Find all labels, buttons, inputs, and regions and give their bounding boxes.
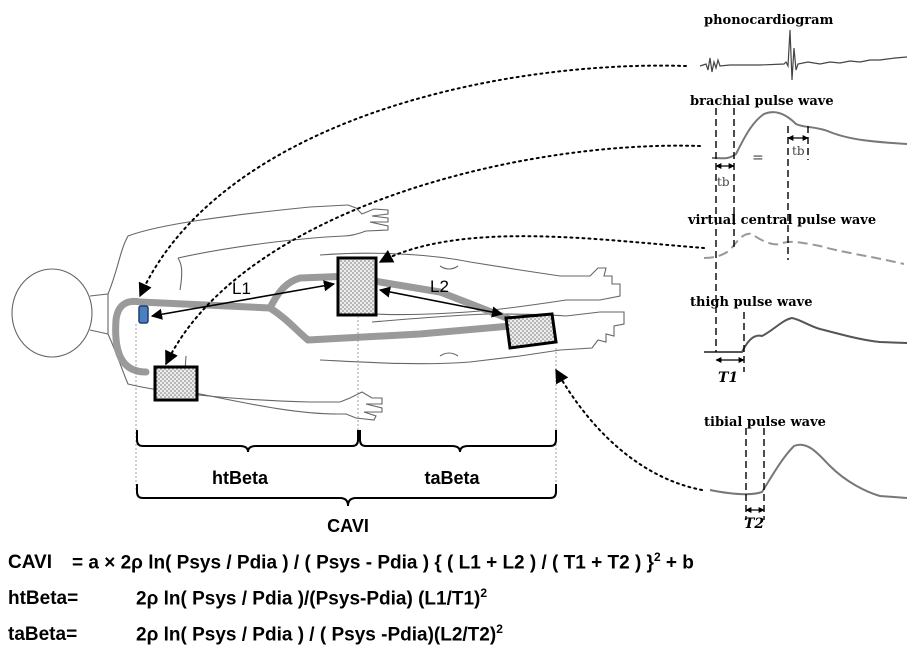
brachial-wave-label: brachial pulse wave	[690, 94, 834, 109]
body-outline	[11, 204, 625, 421]
htBeta-span-label: htBeta	[212, 468, 269, 488]
arterial-tree	[112, 272, 516, 376]
head	[11, 268, 93, 358]
equal-sign: =	[752, 150, 764, 166]
cavi-formula-exponent: 2	[653, 550, 661, 564]
arm-cuff	[153, 365, 199, 402]
connector-arrows	[138, 64, 705, 491]
htBeta-brace	[136, 430, 359, 453]
brachial-pulse-trace	[711, 111, 907, 160]
connector-tibial	[555, 368, 703, 491]
CAVI-span-label: CAVI	[327, 516, 369, 536]
L2-arrow	[378, 286, 504, 318]
htbeta-formula-exponent: 2	[480, 586, 488, 600]
virtual-central-pulse-trace	[703, 232, 905, 265]
htbeta-formula-lhs: htBeta=	[8, 588, 79, 610]
tibial-pulse-trace	[709, 443, 907, 499]
cavi-formula: CAVI = a × 2ρ ln( Psys / Pdia ) / ( Psys …	[8, 550, 694, 574]
ankle-cuff	[504, 312, 558, 350]
thigh-pulse-trace	[704, 316, 907, 353]
brachial-measurement-point	[138, 305, 149, 324]
connector-thigh	[378, 235, 705, 263]
phonocardiogram-trace	[699, 29, 907, 81]
L1-label: L1	[232, 279, 251, 298]
htbeta-formula-rhs: 2ρ ln( Psys / Pdia )/(Psys-Pdia) (L1/T1)	[136, 588, 481, 610]
taBeta-span-label: taBeta	[424, 468, 480, 488]
connector-brachial	[138, 64, 687, 298]
tabeta-formula-lhs: taBeta=	[8, 624, 78, 646]
tb-label-left: tb	[717, 175, 730, 189]
thigh-wave-label: thigh pulse wave	[690, 295, 813, 310]
connector-arm-cuff	[165, 144, 701, 366]
CAVI-brace	[136, 484, 557, 507]
guide-lines	[135, 316, 557, 492]
cavi-formula-lhs: CAVI	[8, 552, 52, 574]
cavi-formula-tail: + b	[660, 552, 694, 574]
thigh-cuff	[336, 256, 378, 317]
tb-label-right: tb	[792, 144, 805, 158]
tabeta-formula-exponent: 2	[496, 622, 503, 636]
T1-label: T1	[718, 370, 738, 386]
phonocardiogram-label: phonocardiogram	[704, 13, 834, 28]
L1-arrow	[150, 280, 336, 320]
tibial-wave-label: tibial pulse wave	[704, 415, 826, 430]
timing-lines	[715, 108, 809, 520]
tabeta-formula: taBeta= 2ρ ln( Psys / Pdia ) / ( Psys -Pd…	[8, 622, 503, 646]
cavi-formula-rhs: = a × 2ρ ln( Psys / Pdia ) / ( Psys - Pd…	[72, 552, 654, 574]
taBeta-brace	[359, 430, 557, 453]
htbeta-formula: htBeta= 2ρ ln( Psys / Pdia )/(Psys-Pdia) …	[8, 586, 487, 610]
L2-label: L2	[430, 277, 449, 296]
braces	[136, 430, 557, 507]
T2-label: T2	[744, 516, 764, 532]
tabeta-formula-rhs: 2ρ ln( Psys / Pdia ) / ( Psys -Pdia)(L2/…	[136, 624, 497, 646]
